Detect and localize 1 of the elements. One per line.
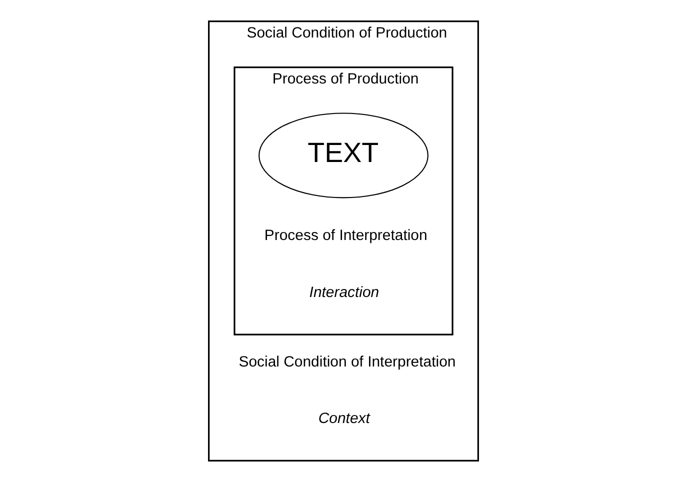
node-ellipse: TEXT xyxy=(258,112,428,198)
